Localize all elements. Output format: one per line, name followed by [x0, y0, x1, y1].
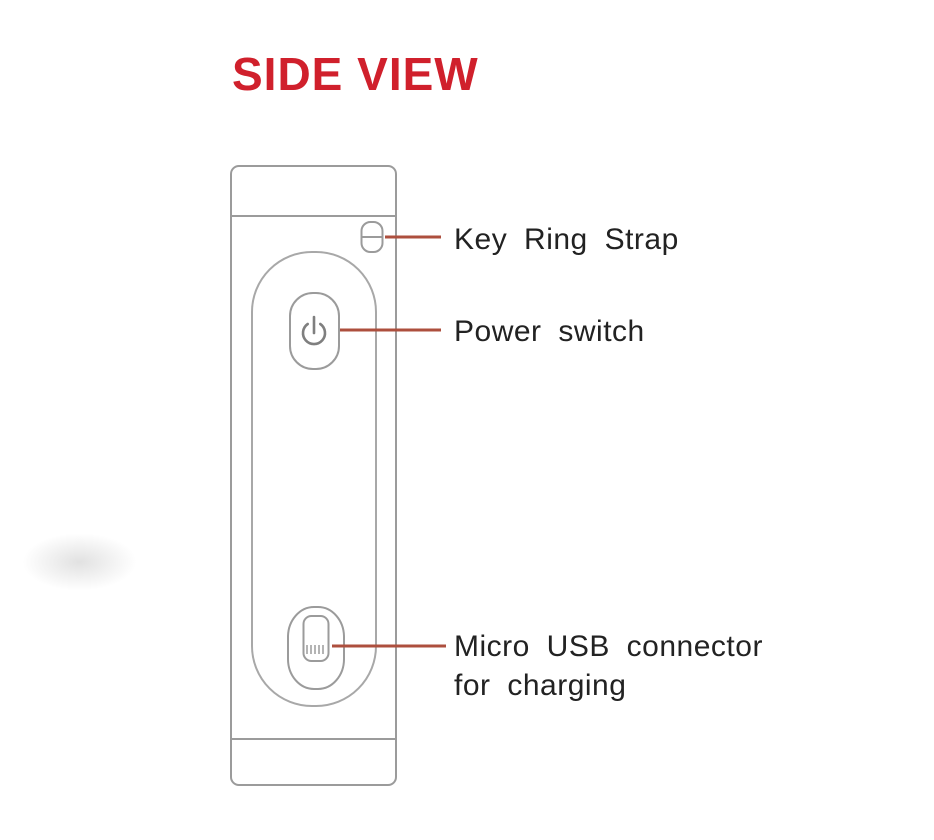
micro-usb-inner — [302, 615, 330, 662]
micro-usb-pins — [306, 645, 324, 654]
label-power-switch: Power switch — [454, 315, 645, 348]
page-title: SIDE VIEW — [232, 48, 479, 100]
power-icon — [301, 315, 327, 346]
label-key-ring-strap: Key Ring Strap — [454, 223, 679, 256]
label-micro-usb-line2: for charging — [454, 669, 627, 702]
label-micro-usb: Micro USB connector for charging — [454, 627, 763, 705]
device-face-panel — [251, 251, 377, 707]
device-body — [230, 165, 397, 786]
label-micro-usb-line1: Micro USB connector — [454, 630, 763, 663]
